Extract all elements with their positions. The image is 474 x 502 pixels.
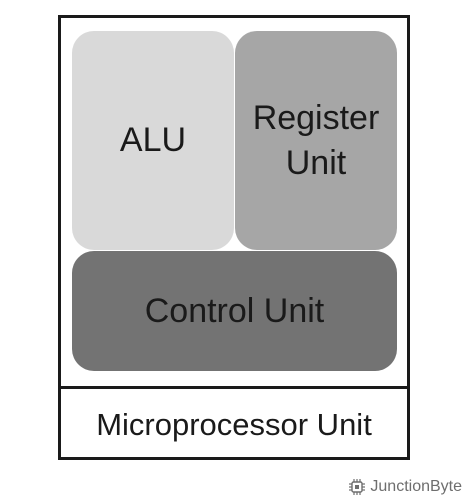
- register-unit-block: Register Unit: [235, 31, 397, 250]
- watermark-text: JunctionByte: [370, 478, 462, 495]
- control-unit-block: Control Unit: [72, 251, 397, 371]
- container-divider: [58, 386, 410, 389]
- watermark: JunctionByte: [348, 478, 462, 496]
- microprocessor-unit-label: Microprocessor Unit: [96, 406, 372, 442]
- register-unit-label-line2: Unit: [285, 143, 347, 182]
- control-unit-label: Control Unit: [144, 291, 325, 330]
- alu-block: ALU: [72, 31, 234, 250]
- microprocessor-unit-container: [58, 15, 410, 460]
- register-unit-label-line1: Register: [252, 99, 380, 138]
- alu-label: ALU: [119, 121, 187, 159]
- chip-icon: [348, 478, 366, 496]
